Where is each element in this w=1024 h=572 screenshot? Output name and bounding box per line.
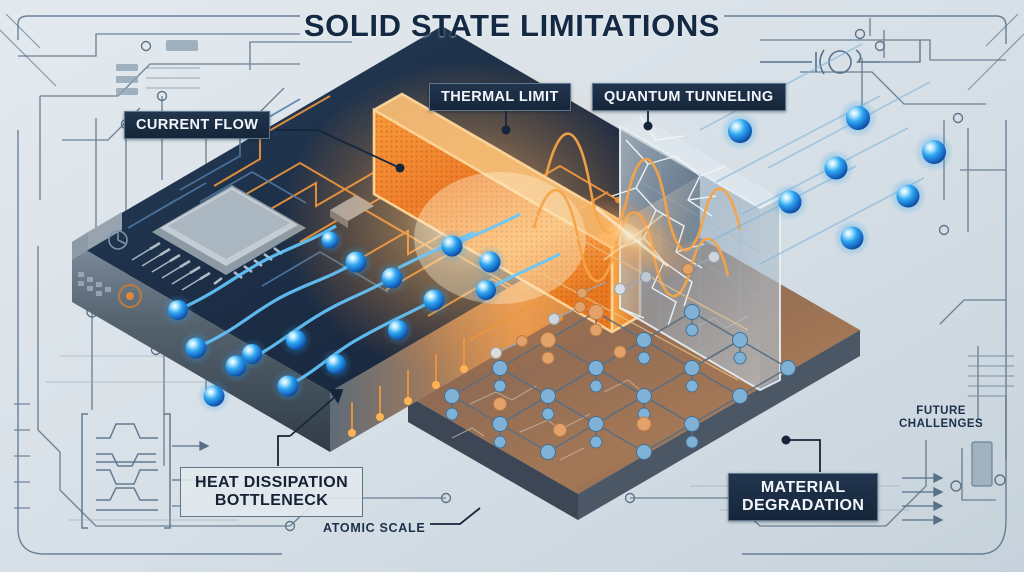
electron [280, 324, 312, 356]
waveform-diagram [81, 413, 171, 529]
electron [316, 226, 344, 254]
board-side-markings [78, 272, 111, 296]
page-title: SOLID STATE LIMITATIONS [303, 8, 721, 43]
label-atomic-scale: ATOMIC SCALE [323, 521, 426, 535]
electron [320, 348, 352, 380]
displaced-atoms [497, 257, 713, 353]
lattice-atoms-orange [493, 304, 652, 437]
electron [914, 132, 954, 172]
label-material-degradation: MATERIAL DEGRADATION [728, 473, 879, 521]
lattice-atoms-blue [444, 304, 796, 460]
electron [162, 294, 194, 326]
electron [838, 98, 878, 138]
electron [375, 261, 409, 295]
electron [271, 369, 305, 403]
corner-diagonals [0, 13, 1024, 91]
arrow-diagram-right [902, 472, 944, 526]
leader-line-dots [395, 121, 791, 445]
electrons-board [162, 226, 507, 413]
displaced-atom-dots [490, 251, 720, 359]
electron [179, 331, 213, 365]
electron [435, 229, 469, 263]
electron [473, 245, 507, 279]
leader-lines [275, 106, 821, 525]
component-box-right [971, 441, 993, 487]
electron [417, 283, 451, 317]
label-thermal-limit: THERMAL LIMIT [429, 83, 571, 112]
decorative-frame [17, 15, 1007, 555]
chip-pin-leads [131, 248, 201, 291]
node-symbol-leads [880, 40, 921, 63]
electron [889, 177, 927, 215]
label-quantum-tunneling: QUANTUM TUNNELING [592, 83, 786, 112]
electron [197, 379, 231, 413]
circuit-hairlines-right [968, 355, 1014, 397]
electron [817, 149, 855, 187]
electron [833, 219, 871, 257]
tunnel-flash [566, 191, 694, 281]
electron [470, 274, 502, 306]
electron [771, 183, 809, 221]
processor-chip [152, 185, 306, 275]
electron [382, 314, 414, 346]
electron [339, 245, 373, 279]
electrons-tunneled [720, 98, 954, 257]
circuit-vias-right [624, 28, 1006, 504]
label-heat-dissipation-bottleneck: HEAT DISSIPATION BOTTLENECK [180, 467, 364, 517]
electron [236, 338, 268, 370]
circuit-hairlines-left [146, 67, 200, 89]
leader-arrow-heat [289, 389, 344, 437]
scale-ticks-left [14, 403, 30, 509]
label-future-challenges: FUTURE CHALLENGES [899, 405, 984, 430]
thermal-limit-wall [280, 60, 660, 380]
label-current-flow: CURRENT FLOW [124, 111, 271, 140]
electron [720, 111, 760, 151]
